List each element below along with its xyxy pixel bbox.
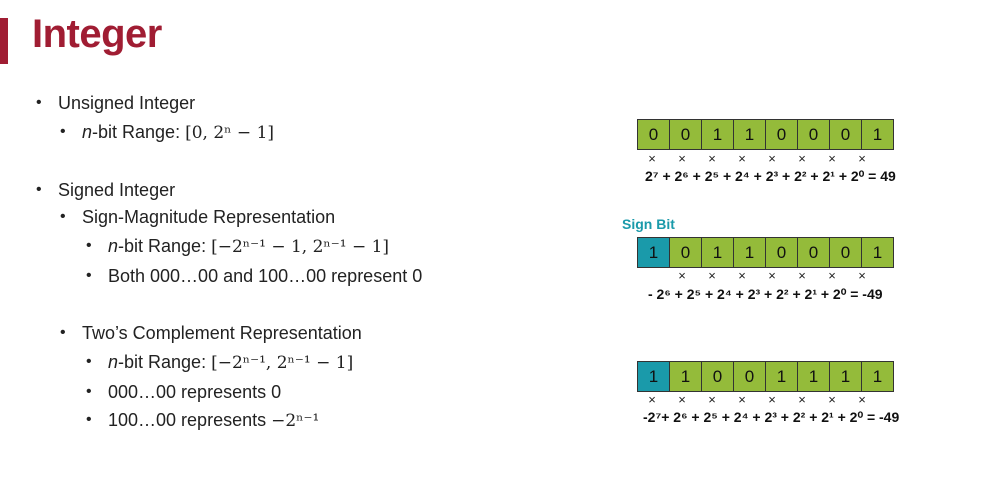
bit-cell: 1 — [861, 361, 894, 392]
multiply-sign — [637, 268, 667, 283]
bit-cell: 1 — [733, 119, 766, 150]
multiplier-row-twos-complement: × × × × × × × × — [637, 392, 877, 407]
bit-cell: 1 — [701, 237, 734, 268]
bit-cell: 0 — [669, 237, 702, 268]
bit-cell: 0 — [797, 119, 830, 150]
bit-cell: 0 — [733, 361, 766, 392]
bullet-sign-magnitude: • Sign-Magnitude Representation — [60, 206, 336, 228]
bullet-twos-complement-min: • 100…00 represents −2ⁿ⁻¹ — [86, 409, 320, 432]
bit-cell: 0 — [829, 237, 862, 268]
bit-cell: 0 — [797, 237, 830, 268]
multiply-sign: × — [678, 392, 686, 407]
bullet-dot-icon: • — [86, 411, 92, 428]
multiply-sign: × — [858, 392, 866, 407]
multiply-sign: × — [858, 268, 866, 283]
sign-bit-label: Sign Bit — [622, 216, 675, 232]
bullet-twos-complement-range: • n-bit Range: [−2ⁿ⁻¹, 2ⁿ⁻¹ − 1] — [86, 351, 354, 374]
bullet-dot-icon: • — [36, 181, 42, 198]
multiply-sign: × — [798, 392, 806, 407]
bit-cell: 0 — [701, 361, 734, 392]
multiply-sign: × — [678, 268, 686, 283]
range-prefix: -bit Range: — [118, 352, 207, 372]
range-var: n — [108, 236, 119, 256]
twos-complement-min-note: 100…00 represents — [108, 410, 272, 430]
multiply-sign: × — [678, 151, 686, 166]
bullet-dot-icon: • — [60, 208, 66, 225]
bit-cell: 0 — [829, 119, 862, 150]
unsigned-heading: Unsigned Integer — [58, 93, 196, 113]
bullet-dot-icon: • — [60, 324, 66, 341]
sign-magnitude-note: Both 000…00 and 100…00 represent 0 — [108, 266, 423, 286]
multiply-sign: × — [828, 151, 836, 166]
multiply-sign: × — [708, 268, 716, 283]
multiply-sign: × — [798, 151, 806, 166]
title-accent-bar — [0, 18, 8, 64]
multiply-sign: × — [798, 268, 806, 283]
signed-heading: Signed Integer — [58, 180, 176, 200]
bit-cell: 1 — [797, 361, 830, 392]
bullet-dot-icon: • — [86, 237, 92, 254]
unsigned-range-math: [0, 2ⁿ − 1] — [185, 123, 275, 143]
twos-complement-range-math: [−2ⁿ⁻¹, 2ⁿ⁻¹ − 1] — [211, 353, 354, 373]
bullet-unsigned-range: • n-bit Range: [0, 2ⁿ − 1] — [60, 121, 275, 144]
range-prefix: -bit Range: — [118, 236, 207, 256]
bullet-signed: • Signed Integer — [36, 179, 176, 201]
twos-complement-min-math: −2ⁿ⁻¹ — [271, 411, 320, 431]
bullet-twos-complement: • Two’s Complement Representation — [60, 322, 362, 344]
bit-cell: 1 — [861, 237, 894, 268]
multiply-sign: × — [708, 151, 716, 166]
sign-magnitude-range-math: [−2ⁿ⁻¹ − 1, 2ⁿ⁻¹ − 1] — [211, 237, 390, 257]
formula-twos-complement: -2⁷+ 2⁶ + 2⁵ + 2⁴ + 2³ + 2² + 2¹ + 2⁰ = … — [643, 409, 900, 425]
multiply-sign: × — [858, 151, 866, 166]
bullet-sign-magnitude-range: • n-bit Range: [−2ⁿ⁻¹ − 1, 2ⁿ⁻¹ − 1] — [86, 235, 390, 258]
bit-cell: 0 — [765, 119, 798, 150]
multiply-sign: × — [768, 151, 776, 166]
slide-title: Integer — [32, 12, 162, 56]
multiply-sign: × — [648, 151, 656, 166]
bullet-dot-icon: • — [36, 94, 42, 111]
bullet-dot-icon: • — [86, 383, 92, 400]
formula-unsigned: 2⁷ + 2⁶ + 2⁵ + 2⁴ + 2³ + 2² + 2¹ + 2⁰ = … — [645, 168, 896, 184]
bullet-dot-icon: • — [86, 353, 92, 370]
bit-cell: 0 — [765, 237, 798, 268]
bullet-twos-complement-zero: • 000…00 represents 0 — [86, 381, 282, 403]
multiply-sign: × — [738, 151, 746, 166]
range-var: n — [108, 352, 119, 372]
bullet-dot-icon: • — [86, 267, 92, 284]
range-prefix: -bit Range: — [92, 122, 181, 142]
bit-cell: 1 — [637, 361, 670, 392]
bullet-unsigned: • Unsigned Integer — [36, 92, 196, 114]
multiply-sign: × — [648, 392, 656, 407]
multiply-sign: × — [828, 392, 836, 407]
formula-sign-magnitude: - 2⁶ + 2⁵ + 2⁴ + 2³ + 2² + 2¹ + 2⁰ = -49 — [648, 286, 883, 302]
bullet-sign-magnitude-note: • Both 000…00 and 100…00 represent 0 — [86, 265, 423, 287]
bit-cell: 1 — [829, 361, 862, 392]
multiply-sign: × — [768, 392, 776, 407]
multiply-sign: × — [708, 392, 716, 407]
bit-cell: 1 — [637, 237, 670, 268]
bit-cell: 1 — [765, 361, 798, 392]
bit-cell: 1 — [733, 237, 766, 268]
twos-complement-heading: Two’s Complement Representation — [82, 323, 362, 343]
sign-magnitude-heading: Sign-Magnitude Representation — [82, 207, 336, 227]
range-var: n — [82, 122, 93, 142]
multiply-sign: × — [738, 268, 746, 283]
bit-cell: 0 — [637, 119, 670, 150]
twos-complement-zero-note: 000…00 represents 0 — [108, 382, 282, 402]
multiplier-row-unsigned: × × × × × × × × — [637, 151, 877, 166]
bit-cell: 1 — [669, 361, 702, 392]
bullet-dot-icon: • — [60, 123, 66, 140]
bit-cell: 1 — [701, 119, 734, 150]
multiply-sign: × — [828, 268, 836, 283]
bit-cell: 1 — [861, 119, 894, 150]
multiply-sign: × — [738, 392, 746, 407]
multiplier-row-sign-magnitude: × × × × × × × — [637, 268, 877, 283]
multiply-sign: × — [768, 268, 776, 283]
bit-cell: 0 — [669, 119, 702, 150]
